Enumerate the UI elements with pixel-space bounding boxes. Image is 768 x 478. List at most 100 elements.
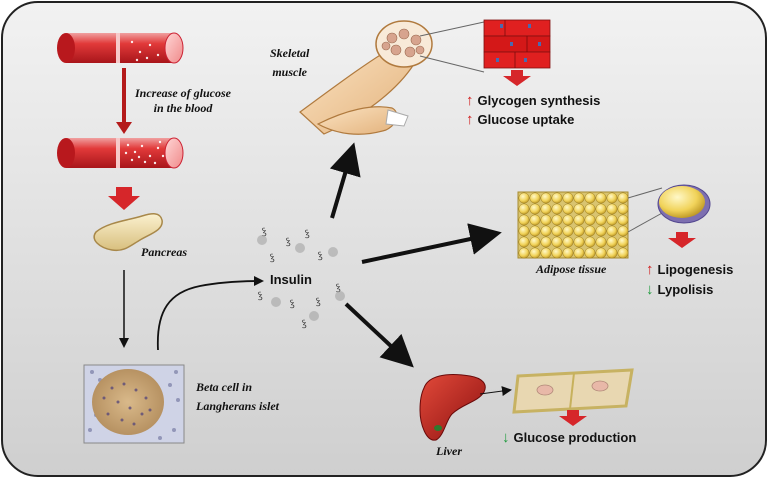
liver-organ (419, 374, 486, 441)
svg-text:ꝣ: ꝣ (302, 319, 307, 329)
red-down-arrow-glucose (116, 68, 132, 134)
label-adipose-tissue: Adipose tissue (536, 262, 607, 276)
fat-cell (562, 236, 574, 248)
fat-cell (573, 192, 585, 204)
fat-cell (551, 203, 563, 215)
label-increase-glucose: Increase of glucose in the blood (128, 86, 238, 116)
effect-text: Lipogenesis (657, 262, 734, 277)
fat-cell (595, 214, 607, 226)
label-skeletal-line2: muscle (272, 65, 307, 79)
fat-cell (595, 236, 607, 248)
effect-text: Glycogen synthesis (477, 93, 601, 108)
arrow-insulin-to-liver (344, 302, 414, 368)
up-arrow-icon: ↑ (466, 92, 474, 109)
fat-cell (606, 192, 618, 204)
label-beta-cell-line2: Langherans islet (196, 399, 280, 413)
fat-cell (518, 225, 530, 237)
fat-cell (573, 214, 585, 226)
arrow-beta-cell-to-insulin (156, 276, 264, 351)
muscle-fibers-image (483, 19, 551, 69)
label-insulin: Insulin (270, 272, 312, 287)
liver-effect-glucose-production: ↓ Glucose production (502, 430, 636, 445)
svg-text:ꝣ: ꝣ (258, 291, 263, 301)
label-skeletal-muscle: Skeletal muscle (270, 46, 309, 80)
fat-cell (595, 225, 607, 237)
fat-cell (573, 225, 585, 237)
blood-vessel-bottom (57, 137, 184, 169)
hepatocytes-image (512, 368, 634, 414)
fat-cell (529, 236, 541, 248)
fat-cell (551, 225, 563, 237)
fat-cell (584, 192, 596, 204)
skeletal-muscle-illustration (299, 20, 485, 135)
fat-cell (606, 214, 618, 226)
fat-cell (584, 247, 596, 259)
fat-cell (529, 225, 541, 237)
fat-cell (584, 203, 596, 215)
red-block-arrow-pancreas (108, 187, 140, 210)
fat-cell (573, 247, 585, 259)
fat-cell (540, 214, 552, 226)
adipose-tissue-image (517, 191, 629, 259)
fat-cell (529, 247, 541, 259)
svg-text:ꝣ: ꝣ (262, 227, 267, 237)
fat-cell (551, 214, 563, 226)
svg-text:ꝣ: ꝣ (305, 229, 310, 239)
svg-text:ꝣ: ꝣ (316, 297, 321, 307)
fat-cell (606, 203, 618, 215)
fat-cell (562, 225, 574, 237)
fat-cell (562, 192, 574, 204)
red-block-arrow-liver (559, 410, 587, 426)
fat-cell (595, 192, 607, 204)
fat-cell (606, 236, 618, 248)
arrow-liver-to-hepatocytes (479, 386, 512, 397)
adipose-effect-lipogenesis: ↑ Lipogenesis (646, 262, 733, 277)
insulin-molecules: ꝣꝣꝣ ꝣꝣꝣ ꝣꝣꝣ ꝣ (258, 227, 341, 329)
fat-cell (584, 236, 596, 248)
arrow-insulin-to-muscle (329, 142, 361, 219)
fat-cell-zoom (627, 184, 711, 233)
fat-cell (529, 214, 541, 226)
red-block-arrow-adipose (668, 232, 696, 248)
fat-cell (540, 236, 552, 248)
fat-cell (617, 247, 629, 259)
up-arrow-icon: ↑ (646, 261, 654, 278)
fat-cell (573, 236, 585, 248)
fat-cell (540, 225, 552, 237)
fat-cell (595, 203, 607, 215)
fat-cell (562, 247, 574, 259)
fat-cell (617, 236, 629, 248)
fat-cell (606, 247, 618, 259)
blood-vessel-top (57, 32, 184, 64)
svg-text:ꝣ: ꝣ (270, 253, 275, 263)
label-increase-glucose-line2: in the blood (153, 101, 213, 115)
fat-cell (562, 203, 574, 215)
adipose-effect-lypolisis: ↓ Lypolisis (646, 282, 713, 297)
muscle-effect-glucose-uptake: ↑ Glucose uptake (466, 112, 574, 127)
red-block-arrow-muscle (503, 70, 531, 86)
fat-cell (573, 203, 585, 215)
fat-cell (617, 203, 629, 215)
fat-cell (518, 236, 530, 248)
effect-text: Glucose production (513, 430, 637, 445)
fat-cell (606, 225, 618, 237)
fat-cell (617, 192, 629, 204)
down-arrow-icon: ↓ (646, 281, 654, 298)
fat-cell (518, 203, 530, 215)
fat-cell (540, 203, 552, 215)
beta-cell-islet-image (83, 364, 185, 444)
pancreas-organ (93, 213, 163, 252)
label-increase-glucose-line1: Increase of glucose (135, 86, 231, 100)
label-pancreas: Pancreas (141, 245, 187, 259)
muscle-effect-glycogen: ↑ Glycogen synthesis (466, 93, 600, 108)
arrow-insulin-to-adipose (361, 223, 502, 264)
effect-text: Lypolisis (657, 282, 714, 297)
label-beta-cell-line1: Beta cell in (196, 380, 252, 394)
svg-text:ꝣ: ꝣ (290, 299, 295, 309)
fat-cell (529, 192, 541, 204)
fat-cell (518, 192, 530, 204)
fat-cell (595, 247, 607, 259)
fat-cell (540, 247, 552, 259)
label-liver: Liver (436, 444, 462, 458)
